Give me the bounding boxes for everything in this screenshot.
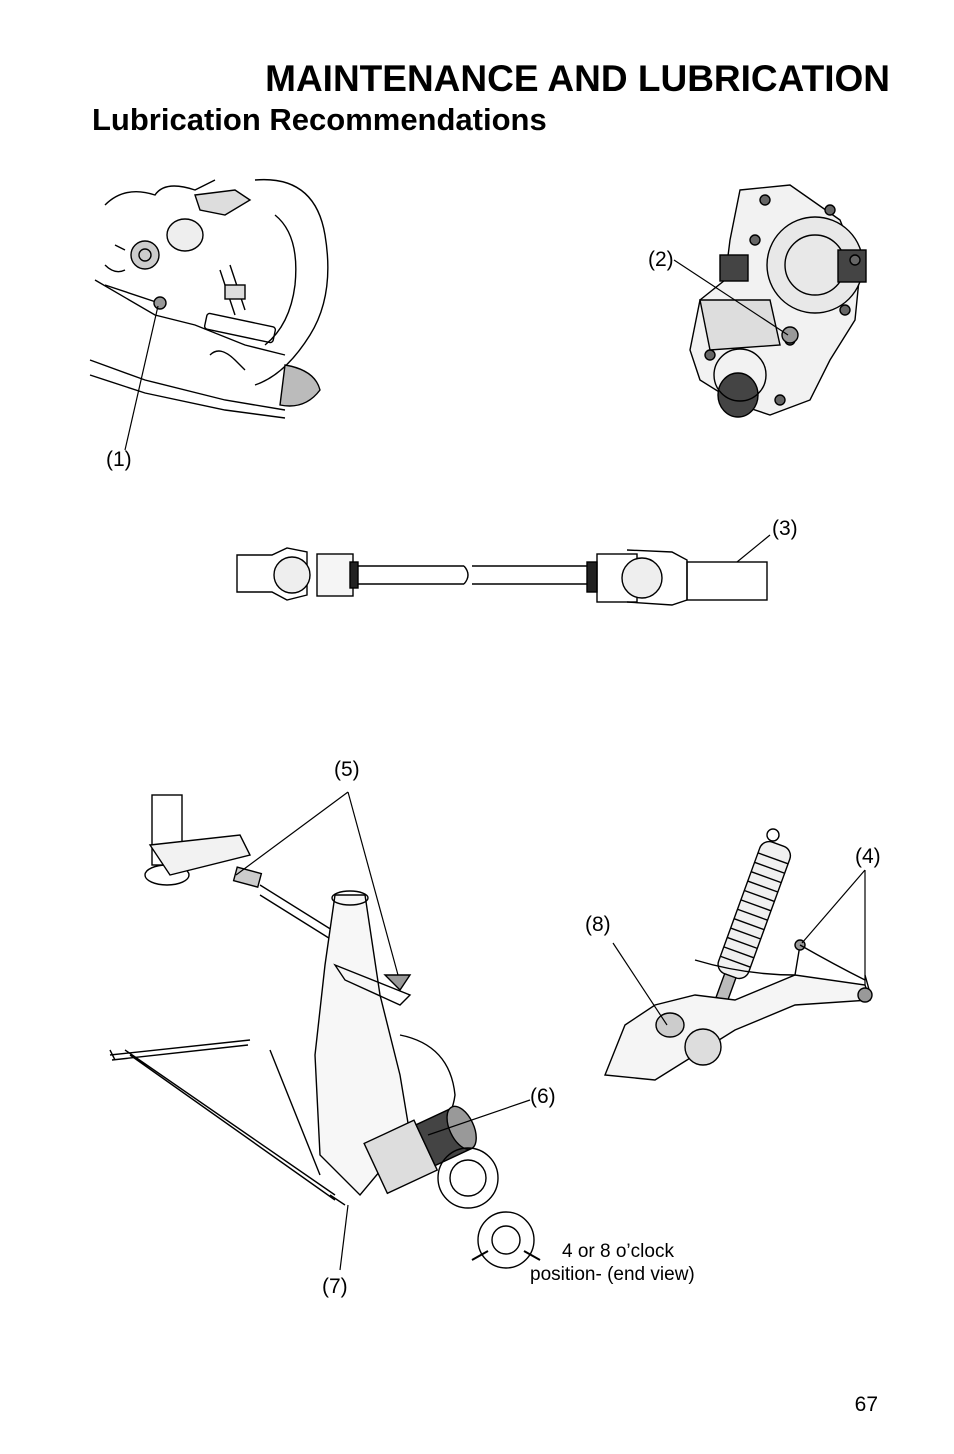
callout-6: (6) [530, 1085, 556, 1108]
note-line-1: 4 or 8 o’clock [562, 1241, 674, 1262]
callout-4: (4) [855, 845, 881, 868]
drive-shaft-illustration [236, 534, 771, 606]
end-view-note: 4 or 8 o’clock position- (end view) [530, 1240, 695, 1286]
page-title: MAINTENANCE AND LUBRICATION [265, 58, 890, 99]
callout-8: (8) [585, 913, 611, 936]
section-subtitle: Lubrication Recommendations [92, 102, 547, 137]
note-line-2: position- (end view) [530, 1264, 695, 1285]
callout-3: (3) [772, 517, 798, 540]
engine-shift-illustration [89, 178, 329, 451]
rear-suspension-illustration [604, 828, 873, 1081]
callout-1: (1) [106, 448, 132, 471]
callout-5: (5) [334, 758, 360, 781]
page-number: 67 [854, 1393, 878, 1416]
end-view-diagram [471, 1211, 541, 1269]
callout-7: (7) [322, 1275, 348, 1298]
gearcase-illustration [673, 184, 867, 418]
callout-2: (2) [648, 248, 674, 271]
front-suspension-illustration [109, 791, 531, 1271]
